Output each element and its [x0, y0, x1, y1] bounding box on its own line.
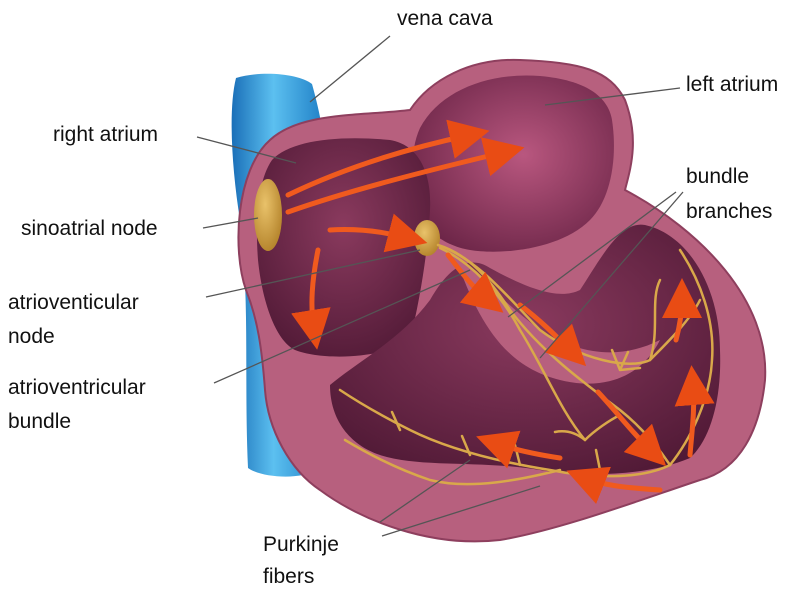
label-av-bundle-line1: atrioventricular	[8, 376, 146, 400]
label-av-node-line1: atrioventicular	[8, 291, 139, 315]
sinoatrial-node-shape	[254, 179, 282, 251]
label-purkinje-line1: Purkinje	[263, 533, 339, 557]
label-left-atrium: left atrium	[686, 73, 778, 97]
label-bundle-branches-line1: bundle	[686, 165, 749, 189]
label-bundle-branches-line2: branches	[686, 200, 772, 224]
leader-vena-cava	[310, 36, 390, 102]
label-av-node-line2: node	[8, 325, 55, 349]
left-atrium-chamber	[413, 75, 614, 251]
label-right-atrium: right atrium	[53, 123, 158, 147]
label-sinoatrial-node: sinoatrial node	[21, 217, 158, 241]
label-vena-cava: vena cava	[397, 7, 493, 31]
label-av-bundle-line2: bundle	[8, 410, 71, 434]
label-purkinje-line2: fibers	[263, 565, 314, 589]
